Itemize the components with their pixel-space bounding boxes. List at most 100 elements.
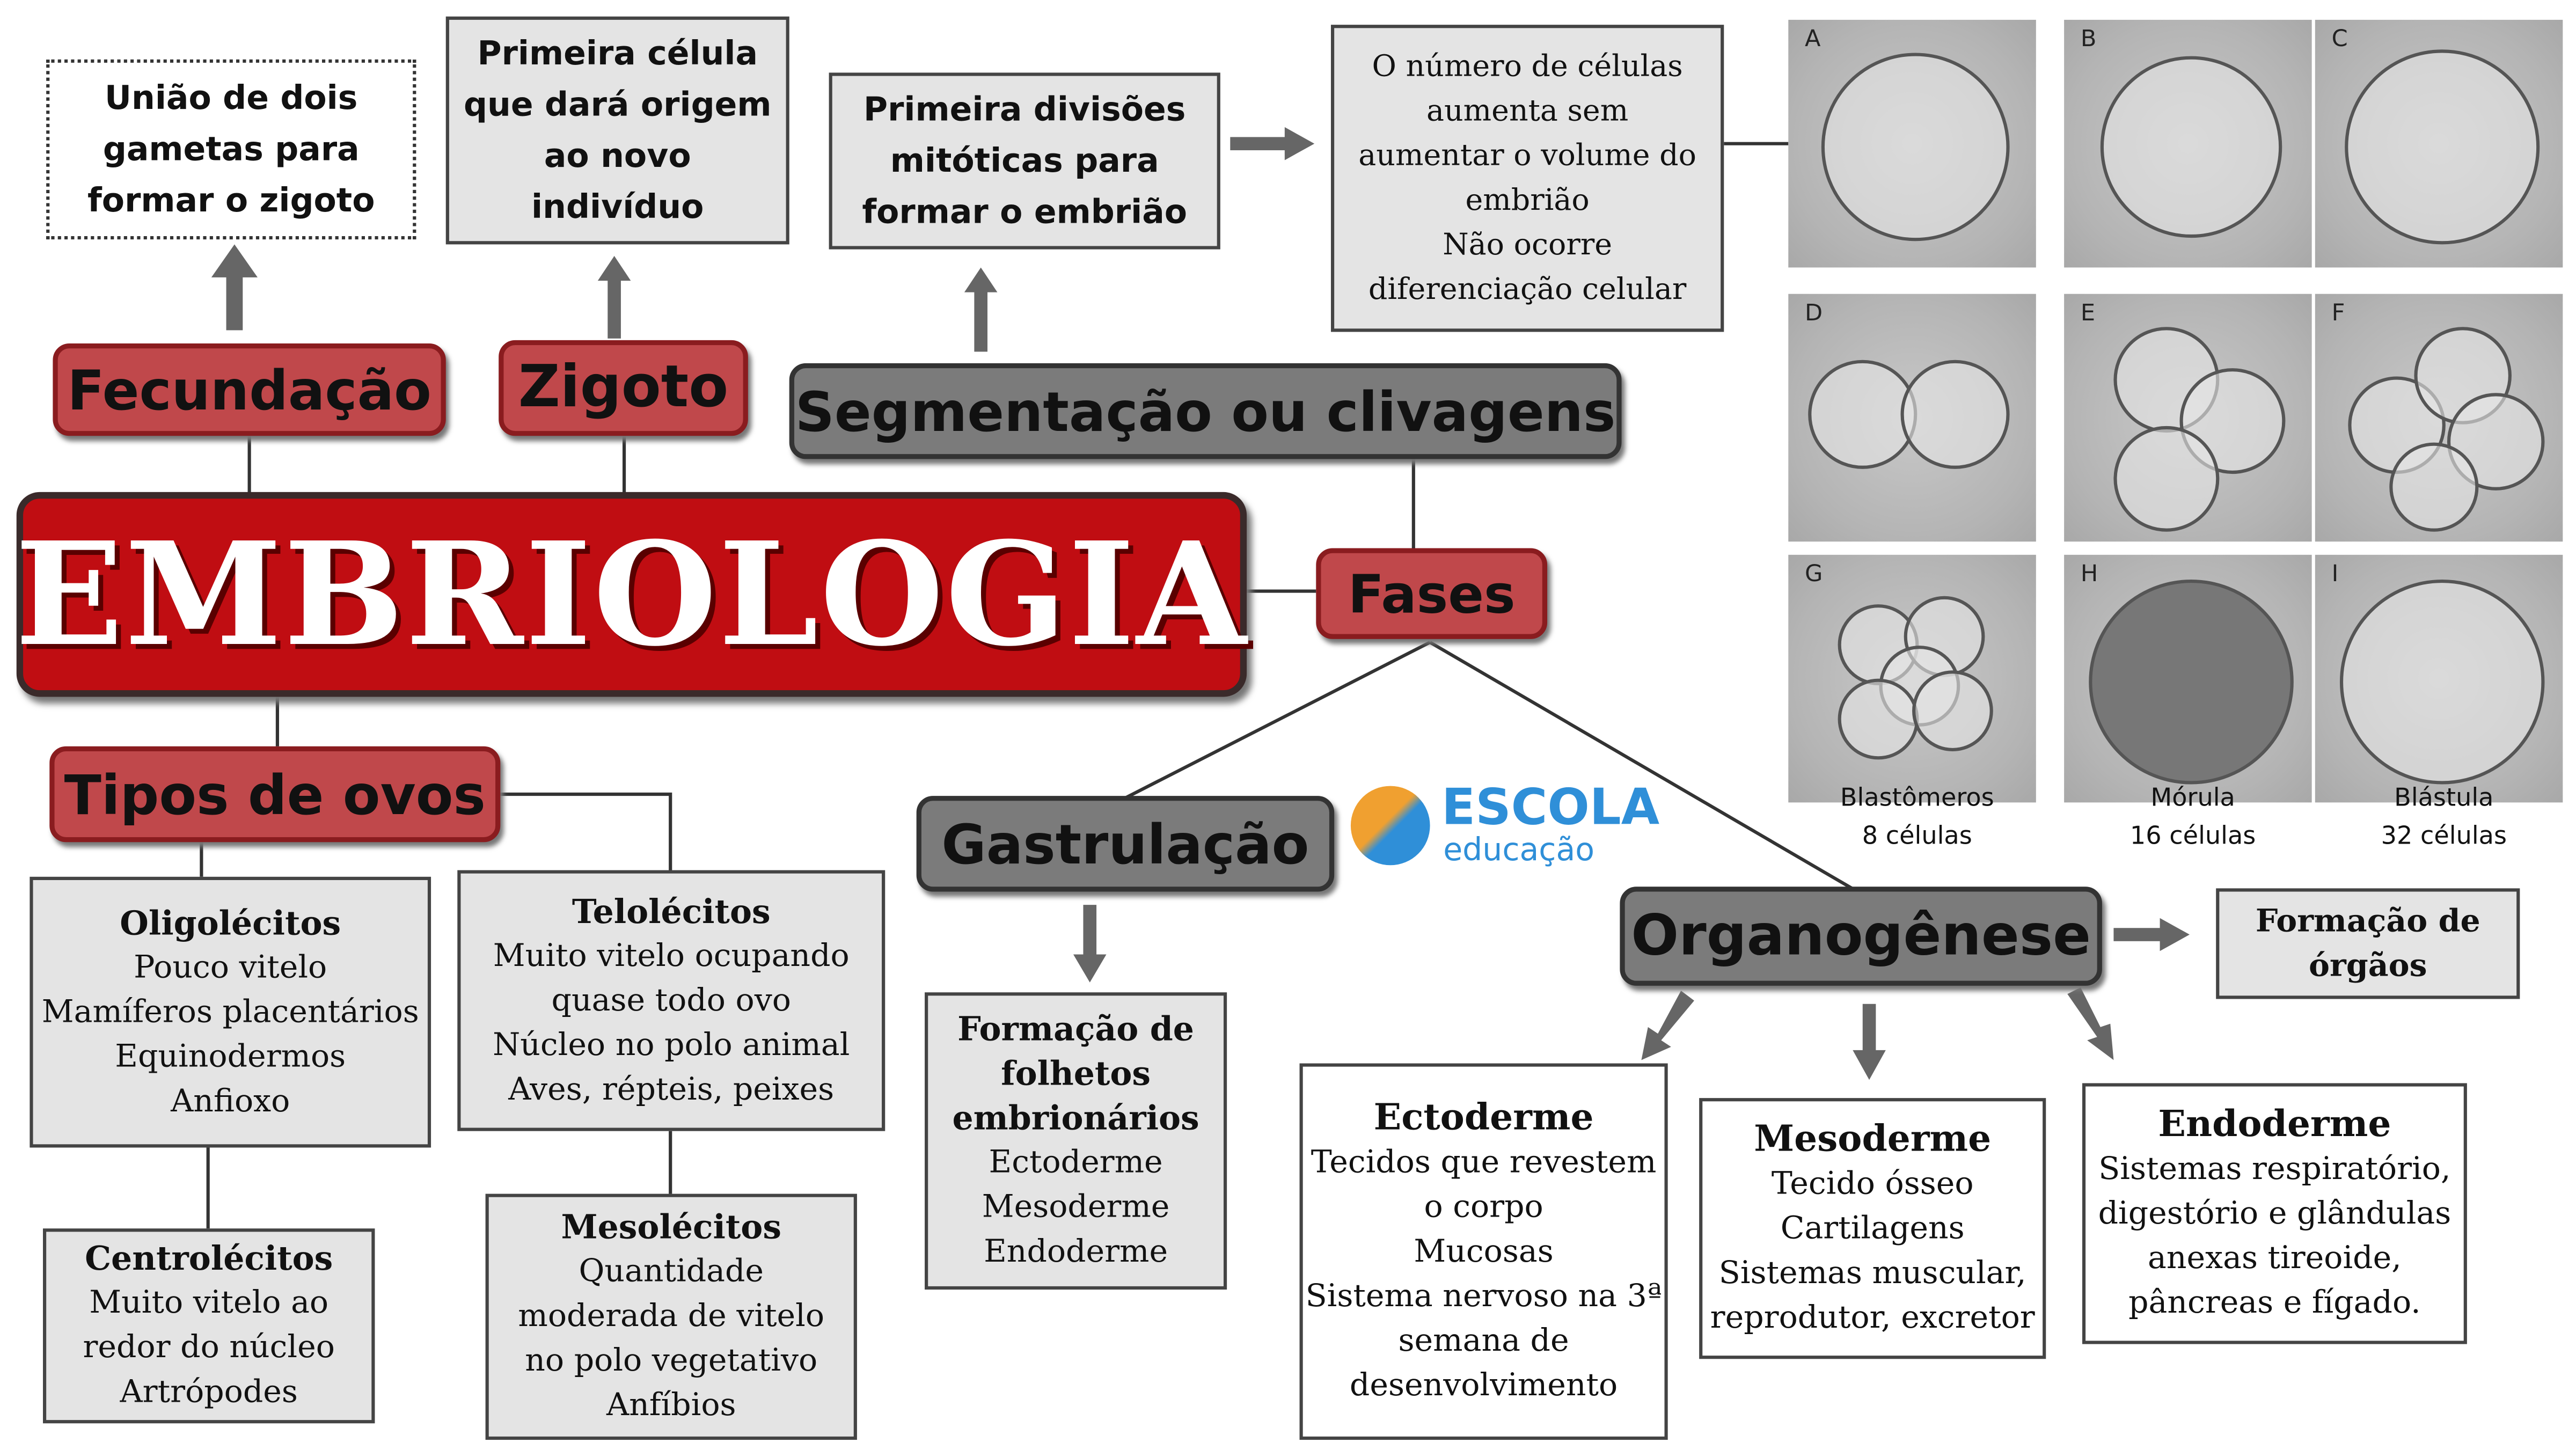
embryo-image: D [1788,294,2036,542]
card-line: Ectoderme [989,1144,1163,1181]
card-line: Anfíbios [606,1387,736,1424]
node-label: Organogênese [1631,903,2091,970]
node-fecundacao: Fecundação [53,343,446,436]
gastrulacao-card: Formação de folhetos embrionários Ectode… [925,992,1227,1290]
embryo-image: E [2064,294,2312,542]
node-zigoto: Zigoto [499,340,748,436]
escola-logo: ESCOLA educação [1350,779,1681,872]
cell-shape [2100,56,2282,238]
image-letter: A [1805,26,1821,53]
image-caption: Blástula 32 células [2320,779,2568,855]
card-line: pâncreas e fígado. [2128,1284,2421,1320]
cell-shape [1808,360,1918,469]
ovo-card-telolecitos: Telolécitos Muito vitelo ocupando quase t… [457,870,885,1131]
caption-count: 32 células [2381,821,2507,851]
image-letter: D [1805,300,1823,327]
segmentacao-description: Primeira divisões mitóticas para formar … [829,72,1220,250]
card-line: Mucosas [1414,1232,1554,1269]
card-line: Anfioxo [171,1082,290,1119]
card-line: Artrópodes [120,1373,298,1410]
card-line: moderada de vitelo [518,1298,825,1335]
node-segmentacao: Segmentação ou clivagens [789,363,1622,459]
cell-shape [2345,49,2540,245]
caption-name: Mórula [2150,782,2235,812]
main-title-text: EMBRIOLOGIA [14,511,1248,678]
image-letter: B [2080,26,2097,53]
embryo-image: G [1788,554,2036,803]
segmentacao-detail: O número de células aumenta sem aumentar… [1330,25,1724,332]
card-line: no polo vegetativo [525,1342,818,1379]
caption-name: Blástula [2394,782,2494,812]
card-line: Equinodermos [115,1037,346,1074]
card-title: Mesoderme [1754,1117,1992,1160]
detail-line: aumenta sem [1426,94,1629,129]
fecundacao-description: União de dois gametas para formar o zigo… [46,59,416,240]
card-line: o corpo [1424,1188,1543,1225]
card-line: Sistemas respiratório, [2098,1150,2451,1187]
cell-shape [2089,579,2294,785]
caption-count: 16 células [2129,821,2256,851]
card-title: Ectoderme [1373,1095,1594,1139]
card-line: Cartilagens [1780,1209,1965,1246]
folheto-card-endoderme: Endoderme Sistemas respiratório,digestór… [2082,1083,2467,1344]
cell-shape [1900,360,2010,469]
desc-text: Primeira célula que dará origem ao novo … [463,33,772,226]
image-letter: E [2080,300,2096,327]
image-letter: I [2331,561,2339,588]
node-label: Fecundação [67,357,431,422]
node-organogenese: Organogênese [1620,887,2102,986]
node-fases: Fases [1316,548,1548,639]
card-line: redor do núcleo [83,1329,335,1366]
detail-line: diferenciação celular [1368,272,1687,307]
card-title: Mesolécitos [561,1207,781,1247]
card-line: Muito vitelo ocupando [493,937,850,973]
card-line: Tecidos que revestem [1311,1143,1657,1180]
main-title: EMBRIOLOGIA [14,492,1248,697]
card-title: Telolécitos [572,890,771,931]
node-gastrulacao: Gastrulação [916,796,1335,892]
image-letter: G [1805,561,1823,588]
card-line: Tecido ósseo [1771,1165,1974,1202]
card-title: Oligolécitos [120,902,341,942]
card-line: Muito vitelo ao [89,1284,329,1321]
card-line: Pouco vitelo [134,948,327,985]
card-line: Núcleo no polo animal [493,1026,850,1063]
card-line: quase todo ovo [551,982,791,1018]
node-label: Zigoto [518,355,729,421]
zigoto-description: Primeira célula que dará origem ao novo … [445,16,789,245]
detail-line: embrião [1465,183,1590,218]
card-line: digestório e glândulas [2098,1195,2451,1231]
image-caption: Mórula 16 células [2069,779,2317,855]
card-line: anexas tireoide, [2148,1239,2402,1276]
detail-line: aumentar o volume do [1358,138,1696,174]
embryo-image: H [2064,554,2312,803]
logo-sub: educação [1443,832,1595,869]
embryo-image: A [1788,19,2036,268]
embryo-image: C [2315,19,2563,268]
cell-shape [2389,442,2479,532]
detail-line: O número de células [1372,49,1683,84]
card-line: Aves, répteis, peixes [508,1071,835,1108]
organogenese-result: Formação de órgãos [2216,888,2520,999]
caption-count: 8 células [1862,821,1972,851]
image-letter: H [2080,561,2098,588]
card-line: Mamíferos placentários [41,993,419,1030]
result-text: Formação de órgãos [2255,902,2480,984]
node-label: Fases [1348,562,1516,625]
desc-text: Primeira divisões mitóticas para formar … [862,89,1188,231]
ovo-card-centrolecitos: Centrolécitos Muito vitelo ao redor do nú… [42,1228,375,1424]
cell-shape [2339,579,2545,785]
node-label: Gastrulação [941,811,1309,876]
cell-shape [2447,393,2545,490]
card-title: Centrolécitos [85,1238,333,1278]
embryo-image: F [2315,294,2563,542]
card-line: Sistemas muscular, [1718,1254,2026,1291]
card-title: Formação de folhetos embrionários [952,1008,1199,1138]
card-line: reprodutor, excretor [1710,1298,2035,1335]
